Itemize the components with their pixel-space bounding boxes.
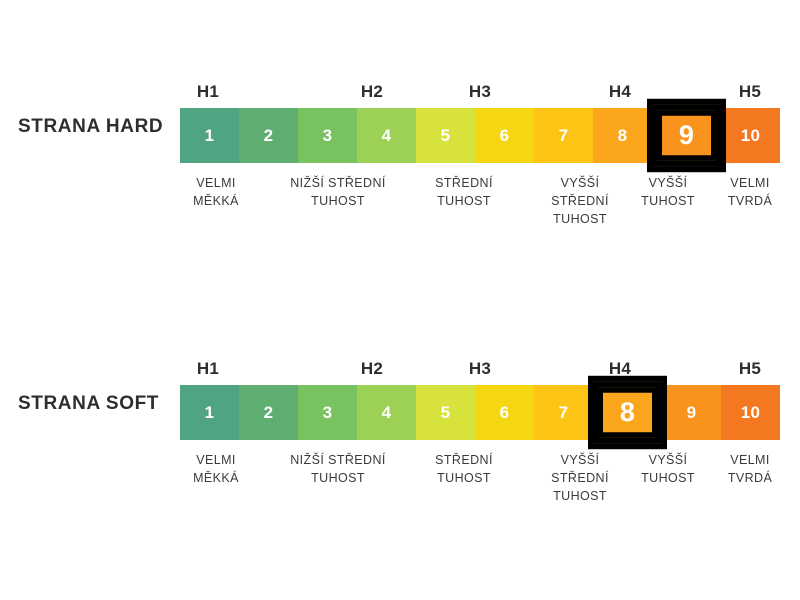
hardness-description: NIŽŠÍ STŘEDNÍ TUHOST [290, 453, 386, 486]
group-label-h2: H2 [360, 359, 384, 378]
hardness-description: VELMI TVRDÁ [727, 453, 773, 486]
hardness-cell-selected[interactable]: 8 [588, 375, 667, 450]
hardness-cell[interactable]: 7 [534, 385, 593, 440]
hardness-cell-value: 7 [558, 403, 569, 422]
hardness-cell-value: 8 [619, 396, 636, 428]
hardness-cell-value: 4 [381, 403, 392, 422]
group-label-h4: H4 [608, 359, 632, 378]
hardness-cell-value: 2 [263, 403, 274, 422]
hardness-cell[interactable]: 4 [357, 108, 416, 163]
hardness-cell[interactable]: 5 [416, 108, 475, 163]
hardness-cell-value: 6 [499, 403, 510, 422]
hardness-cell-value: 6 [499, 126, 510, 145]
hardness-description-row: VELMI MĚKKÁ NIŽŠÍ STŘEDNÍ TUHOST STŘEDNÍ T… [180, 451, 780, 515]
hardness-cell[interactable]: 1 [180, 385, 239, 440]
hardness-cell[interactable]: 2 [239, 385, 298, 440]
group-label-h5: H5 [738, 359, 762, 378]
group-header-row: H1 H2 H3 H4 H5 [180, 78, 780, 102]
hardness-cell-value: 1 [204, 403, 215, 422]
hardness-cell-value: 9 [686, 403, 697, 422]
group-label-h5: H5 [738, 82, 762, 101]
hardness-description: VYŠŠÍ STŘEDNÍ TUHOST [551, 453, 609, 504]
hardness-description: VELMI MĚKKÁ [193, 453, 239, 486]
hardness-cell-value: 5 [440, 126, 451, 145]
hardness-cell-value: 10 [740, 403, 761, 422]
group-label-h3: H3 [468, 359, 492, 378]
hardness-cell-selected[interactable]: 9 [647, 98, 726, 173]
hardness-cell-value: 2 [263, 126, 274, 145]
hardness-cell[interactable]: 10 [721, 385, 780, 440]
hardness-cell-value: 4 [381, 126, 392, 145]
hardness-cell-value: 3 [322, 403, 333, 422]
group-label-h4: H4 [608, 82, 632, 101]
hardness-cell[interactable]: 4 [357, 385, 416, 440]
scale-title-2: STRANA SOFT [18, 393, 160, 414]
hardness-cell[interactable]: 8 [593, 108, 652, 163]
hardness-description: STŘEDNÍ TUHOST [435, 176, 493, 209]
hardness-cell-value: 5 [440, 403, 451, 422]
group-label-h1: H1 [196, 82, 220, 101]
hardness-cell[interactable]: 3 [298, 385, 357, 440]
hardness-cell[interactable]: 10 [721, 108, 780, 163]
hardness-bar: 1 2 3 4 5 6 7 8 9 10 [180, 375, 780, 450]
hardness-cell[interactable]: 5 [416, 385, 475, 440]
hardness-cell-value: 1 [204, 126, 215, 145]
hardness-cell[interactable]: 3 [298, 108, 357, 163]
hardness-cell[interactable]: 6 [475, 108, 534, 163]
hardness-description: VYŠŠÍ STŘEDNÍ TUHOST [551, 176, 609, 227]
hardness-cell[interactable]: 2 [239, 108, 298, 163]
hardness-description: STŘEDNÍ TUHOST [435, 453, 493, 486]
hardness-cell-value: 10 [740, 126, 761, 145]
hardness-cell-value: 3 [322, 126, 333, 145]
group-label-h2: H2 [360, 82, 384, 101]
hardness-bar: 1 2 3 4 5 6 7 8 9 10 [180, 98, 780, 173]
hardness-cell-value: 7 [558, 126, 569, 145]
hardness-cell[interactable]: 7 [534, 108, 593, 163]
hardness-description: NIŽŠÍ STŘEDNÍ TUHOST [290, 176, 386, 209]
group-header-row: H1 H2 H3 H4 H5 [180, 355, 780, 379]
hardness-cell[interactable]: 6 [475, 385, 534, 440]
hardness-cell[interactable]: 9 [662, 385, 721, 440]
hardness-description: VELMI MĚKKÁ [193, 176, 239, 209]
hardness-description: VELMI TVRDÁ [727, 176, 773, 209]
hardness-cell-value: 9 [678, 119, 695, 151]
group-label-h3: H3 [468, 82, 492, 101]
hardness-description-row: VELMI MĚKKÁ NIŽŠÍ STŘEDNÍ TUHOST STŘEDNÍ T… [180, 174, 780, 238]
hardness-description: VYŠŠÍ TUHOST [641, 453, 695, 486]
hardness-cell[interactable]: 1 [180, 108, 239, 163]
scale-title-1: STRANA HARD [18, 116, 164, 137]
hardness-cell-value: 8 [617, 126, 628, 145]
group-label-h1: H1 [196, 359, 220, 378]
hardness-description: VYŠŠÍ TUHOST [641, 176, 695, 209]
